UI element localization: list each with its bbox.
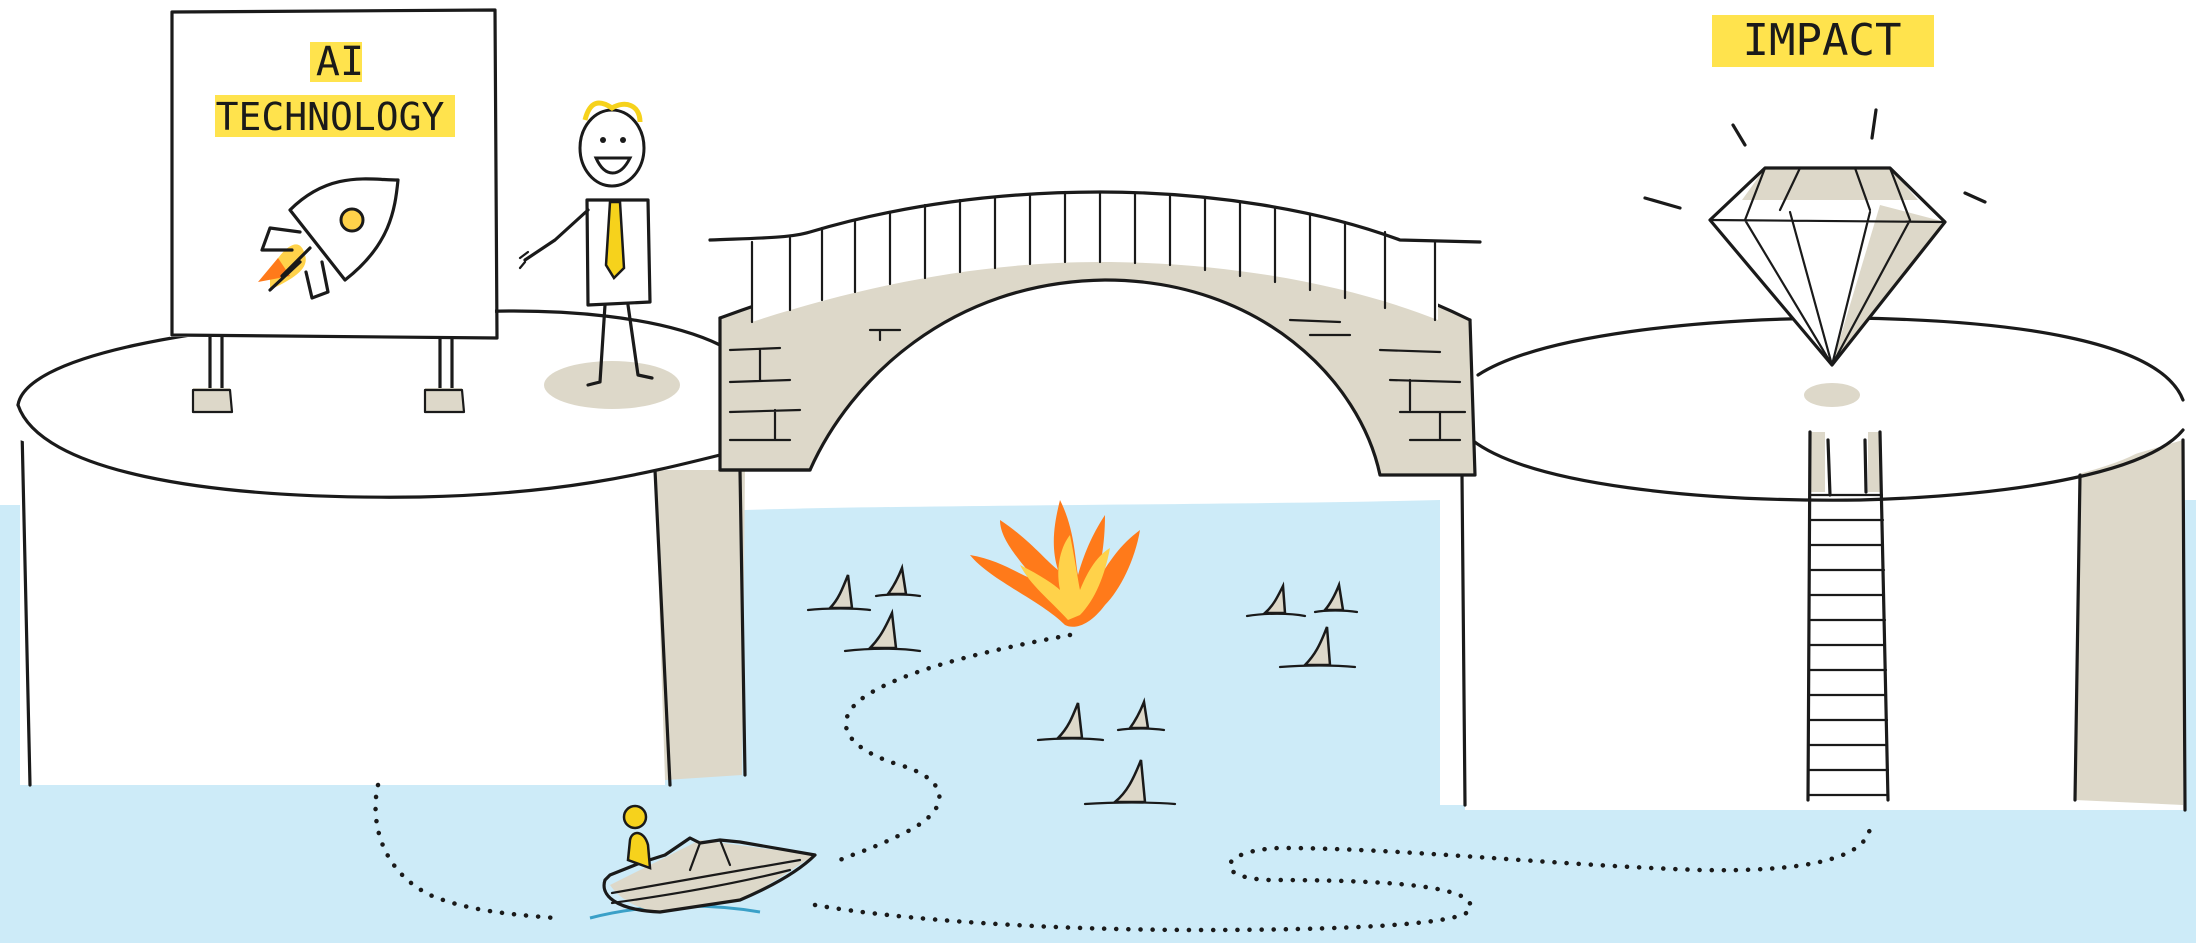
stone-bridge xyxy=(710,190,1480,475)
impact-text: IMPACT xyxy=(1743,15,1902,66)
sign-label-technology: TECHNOLOGY xyxy=(216,95,445,139)
sign-label-ai: AI xyxy=(316,39,364,85)
impact-label: IMPACT xyxy=(1712,15,1934,67)
